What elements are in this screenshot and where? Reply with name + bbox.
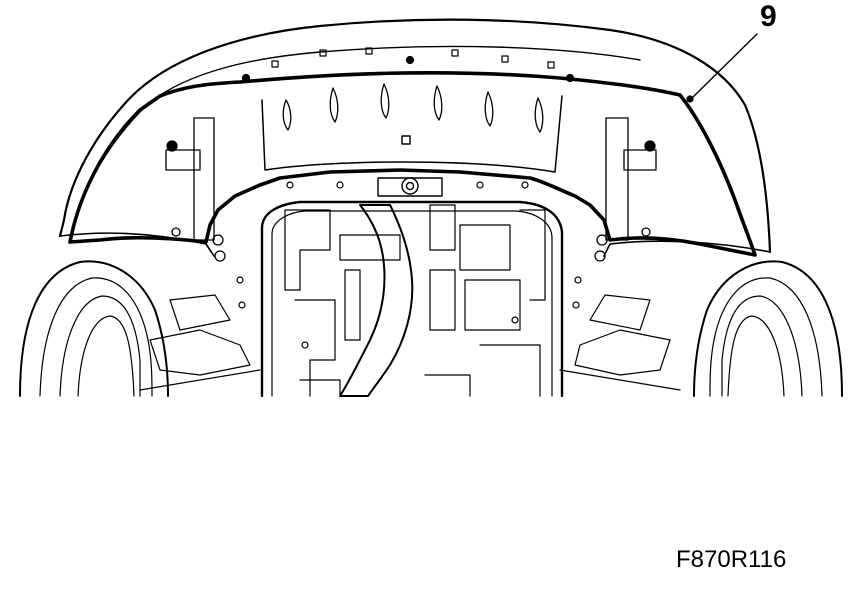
center-bracket bbox=[377, 135, 443, 197]
bumper-outline bbox=[58, 18, 772, 254]
figure-code: F870R116 bbox=[676, 546, 787, 573]
callout-label-9: 9 bbox=[760, 0, 777, 33]
left-bracket bbox=[165, 117, 226, 262]
right-tire bbox=[693, 260, 843, 397]
underbody-components bbox=[236, 181, 582, 397]
bumper-lower-left bbox=[59, 232, 215, 257]
exhaust-pipe bbox=[339, 204, 414, 397]
spoiler-strip bbox=[68, 70, 757, 257]
left-suspension bbox=[139, 294, 261, 391]
mounting-clips bbox=[241, 47, 694, 103]
bumper-lower-right bbox=[603, 240, 771, 257]
right-suspension bbox=[559, 294, 681, 391]
vent-slots bbox=[282, 83, 544, 133]
right-bracket bbox=[594, 117, 657, 262]
subframe-opening bbox=[260, 200, 564, 397]
rear-panel bbox=[261, 95, 563, 173]
callout-leader-9 bbox=[691, 33, 758, 99]
left-tire bbox=[19, 260, 169, 397]
